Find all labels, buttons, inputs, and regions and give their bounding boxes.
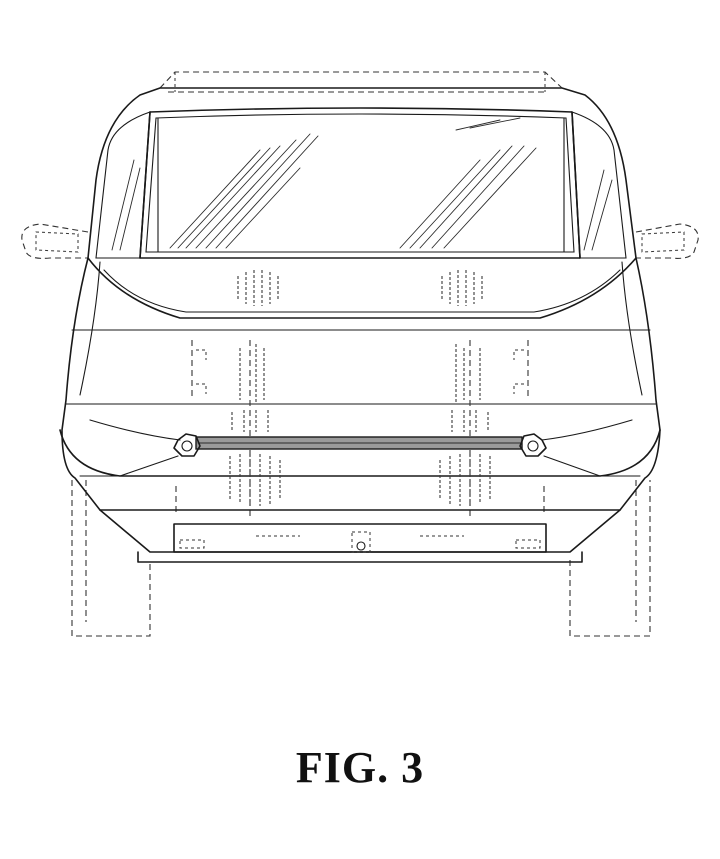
roof-rack xyxy=(160,72,562,92)
body-outline xyxy=(62,88,660,552)
surface-shading xyxy=(230,270,490,506)
tow-hitch xyxy=(352,532,370,552)
glass-reflections xyxy=(112,118,612,250)
left-side-mirror xyxy=(22,224,88,258)
right-side-mirror xyxy=(636,224,698,258)
rear-window xyxy=(96,108,626,258)
rear-light-bar xyxy=(196,437,522,449)
figure-label: FIG. 3 xyxy=(0,742,720,793)
rear-bumper xyxy=(100,510,620,562)
tailgate-upper-panel xyxy=(72,258,650,330)
right-tail-lamp xyxy=(520,434,546,456)
hidden-structure xyxy=(176,340,544,520)
